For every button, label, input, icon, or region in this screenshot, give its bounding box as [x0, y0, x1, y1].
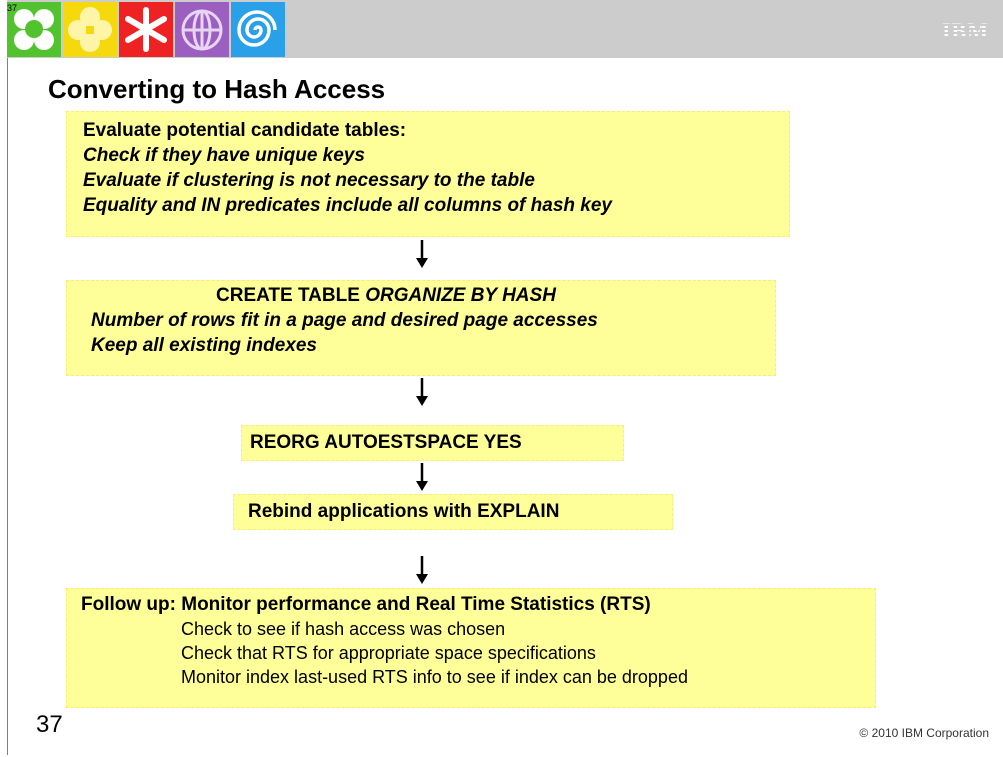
step1-line: Equality and IN predicates include all c… [83, 195, 612, 216]
step-create-table-box: CREATE TABLE ORGANIZE BY HASH Number of … [66, 280, 776, 376]
down-arrow-icon [416, 556, 428, 584]
copyright: © 2010 IBM Corporation [859, 726, 989, 740]
step4-label: Rebind applications with EXPLAIN [248, 501, 560, 522]
step-evaluate-box: Evaluate potential candidate tables: Che… [66, 111, 790, 237]
down-arrow-icon [416, 463, 428, 491]
step1-line: Check if they have unique keys [83, 145, 365, 166]
step2-heading-italic: ORGANIZE BY HASH [365, 285, 556, 306]
down-arrow-icon [416, 378, 428, 406]
step5-line: Monitor index last-used RTS info to see … [181, 667, 688, 687]
step-rebind-box: Rebind applications with EXPLAIN [233, 494, 673, 530]
step1-heading: Evaluate potential candidate tables: [83, 120, 407, 141]
yellow-flower-icon [63, 2, 117, 57]
step5-line: Check to see if hash access was chosen [181, 619, 506, 639]
green-clover-icon [7, 2, 61, 57]
step2-line: Number of rows fit in a page and desired… [91, 310, 598, 331]
corner-slide-number: 37 [7, 3, 18, 13]
header-bar: IBM [7, 0, 1003, 58]
step5-heading: Follow up: Monitor performance and Real … [81, 594, 651, 615]
slide-number: 37 [36, 711, 63, 738]
step2-line: Keep all existing indexes [91, 335, 317, 356]
step2-heading: CREATE TABLE ORGANIZE BY HASH [91, 283, 775, 308]
step2-heading-plain: CREATE TABLE [216, 285, 366, 306]
step-follow-up-box: Follow up: Monitor performance and Real … [66, 588, 876, 708]
slide-frame [7, 0, 1002, 755]
page-title: Converting to Hash Access [48, 74, 386, 104]
step3-label: REORG AUTOESTSPACE YES [250, 432, 522, 453]
step1-line: Evaluate if clustering is not necessary … [83, 170, 535, 191]
blue-spiral-icon [231, 2, 285, 57]
purple-globe-icon [175, 2, 229, 57]
red-asterisk-icon [119, 2, 173, 57]
step-reorg-box: REORG AUTOESTSPACE YES [241, 425, 624, 461]
step5-line: Check that RTS for appropriate space spe… [181, 643, 596, 663]
ibm-logo: IBM [942, 18, 989, 43]
down-arrow-icon [416, 240, 428, 268]
